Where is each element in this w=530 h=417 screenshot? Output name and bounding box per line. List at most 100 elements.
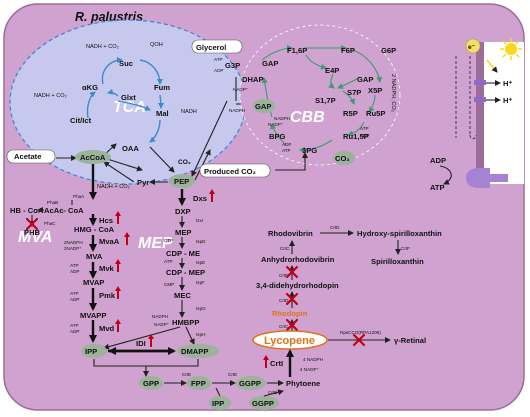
dhap-label: DHAP bbox=[242, 75, 264, 84]
mep-nadph: NADPH bbox=[152, 314, 168, 319]
cbb-label: CBB bbox=[290, 109, 325, 126]
s7p-label: S7P bbox=[347, 88, 361, 97]
mvk-up-arrow bbox=[115, 259, 121, 272]
s17p-label: S1,7P bbox=[315, 96, 336, 105]
cbb-metabolites: F1,6P F6P G6P E4P GAP GAP S7P S1,7P X5P … bbox=[262, 46, 396, 155]
fum-label: Fum bbox=[154, 83, 170, 92]
ru5p-atp: ATP bbox=[360, 126, 369, 131]
hcs-up-arrow bbox=[115, 211, 121, 224]
didehydro-label: 3,4-didehydrorhodopin bbox=[256, 281, 339, 290]
pg3-label: 3PG bbox=[302, 146, 317, 155]
tca-nadh-label: NADH bbox=[181, 109, 197, 115]
crti-label: CrtI bbox=[270, 359, 283, 368]
cmp-label: CMP bbox=[164, 282, 174, 287]
gap-label-right: GAP bbox=[357, 75, 373, 84]
r5p-label: R5P bbox=[343, 109, 358, 118]
acetate-label: Acetate bbox=[14, 152, 41, 161]
membrane-outside bbox=[478, 42, 524, 184]
mvd-up-arrow bbox=[115, 319, 121, 332]
dxs-label: Dxs bbox=[193, 194, 207, 203]
crte-label-2: CrtE bbox=[228, 372, 237, 377]
hmg-label: HMG - CoA bbox=[74, 225, 115, 234]
hmbpp-label: HMBPP bbox=[172, 318, 199, 327]
proton-channel-2 bbox=[474, 97, 486, 102]
cbb-cycle-arrows bbox=[261, 45, 383, 153]
glyc-atp: ATP bbox=[214, 57, 223, 62]
crti-nadp: 4 NADP⁺ bbox=[300, 367, 320, 372]
e4p-label: E4P bbox=[325, 66, 339, 75]
cdpmep-label: CDP - MEP bbox=[166, 268, 205, 277]
crte-label-1: CrtE bbox=[182, 372, 191, 377]
gpp-node bbox=[139, 376, 163, 390]
cbb-region bbox=[239, 24, 401, 166]
ispe-label: IspE bbox=[196, 260, 205, 265]
crtc-label-2: CrtC bbox=[279, 324, 289, 329]
bpg-nadph: NADPH bbox=[274, 116, 290, 121]
co2-cbb-label: CO₂ bbox=[335, 154, 350, 163]
glyc-adp: ADP bbox=[214, 68, 223, 73]
pmk-adp: ADP bbox=[70, 297, 79, 302]
mvd-adp: ADP bbox=[70, 329, 79, 334]
qoh-label: QOH bbox=[150, 42, 163, 48]
mva-enzymes: Hcs MvaA Mvk Pmk Mvd bbox=[99, 211, 130, 333]
prenyl-chain: GPP FPP GGPP CrtE CrtE IPP GGPP Phytoene… bbox=[93, 359, 320, 410]
idi-label: IDI bbox=[136, 339, 146, 348]
accoa-node bbox=[75, 150, 111, 164]
crtd-label-2: CrtD bbox=[279, 298, 289, 303]
cit-label: Cit/Ict bbox=[70, 116, 92, 125]
phaa-label: PhaA bbox=[73, 194, 85, 199]
pep-node bbox=[169, 174, 195, 188]
ggpp-node-2 bbox=[249, 396, 279, 410]
idi-up-arrow bbox=[148, 334, 154, 347]
dxp-label: DXP bbox=[175, 207, 191, 216]
tca-cycle-arrows bbox=[86, 57, 164, 143]
pg3-adp: ADP bbox=[282, 142, 291, 147]
oaa-label: OAA bbox=[122, 144, 139, 153]
ru5p-label: Ru5P bbox=[366, 109, 385, 118]
tca-cofactor-2: NADH + CO₂ bbox=[34, 93, 67, 99]
ipp-label: IPP bbox=[85, 347, 97, 356]
hydroxy-label: Hydroxy-spirilloxanthin bbox=[357, 229, 442, 238]
pyr-cofactor: NADH + CO₂ bbox=[97, 184, 130, 190]
nadph-co2-label: 2 NADPH, CO₂ bbox=[390, 74, 396, 112]
dmapp-node bbox=[177, 344, 219, 358]
pmk-atp: ATP bbox=[70, 291, 79, 296]
lycopene-label: Lycopene bbox=[264, 335, 315, 347]
proton-label-2: H⁺ bbox=[503, 96, 513, 105]
crtf-label-2: CrtF bbox=[279, 273, 288, 278]
membrane-module: e⁻ H⁺ H⁺ ADP ATP bbox=[430, 38, 524, 192]
bpg-label: BPG bbox=[269, 132, 286, 141]
akg-label: αKG bbox=[82, 83, 98, 92]
crtc-label-1: CrtC bbox=[280, 246, 290, 251]
gap-label-top: GAP bbox=[262, 59, 278, 68]
acac-label: AcAc- CoA bbox=[44, 206, 84, 215]
central-carbon-arrows bbox=[56, 77, 251, 185]
mep-nadp: NADP⁺ bbox=[154, 322, 170, 327]
co2-label-pep: CO₂ bbox=[178, 159, 191, 166]
rhodovibrin-label: Rhodovibrin bbox=[268, 229, 313, 238]
dxs-up-arrow bbox=[209, 189, 215, 202]
electron-icon bbox=[465, 38, 481, 54]
ggpp-label: GGPP bbox=[239, 379, 261, 388]
ispd-label: IspD bbox=[196, 239, 206, 244]
tca-cofactor-1: NADH + CO₂ bbox=[86, 44, 119, 50]
mvapp-label: MVAPP bbox=[80, 311, 106, 320]
g3p-label: G3P bbox=[225, 61, 240, 70]
produced-co2-label: Produced CO₂ bbox=[204, 167, 256, 176]
pep-label: PEP bbox=[174, 177, 189, 186]
atp-synthase-stalk bbox=[490, 174, 508, 182]
bpg-nadp: NADP⁺ bbox=[268, 122, 284, 127]
pyr-label: Pyr bbox=[137, 178, 149, 187]
ggpp-node bbox=[236, 376, 266, 390]
tca-metabolites: Suc Fum αKG Glxt Mal Cit/Ict OAA QOH NAD… bbox=[34, 42, 197, 153]
rubp-label: Ru1,5P bbox=[343, 132, 369, 141]
pg3-atp: ATP bbox=[282, 148, 291, 153]
gpp-label: GPP bbox=[143, 379, 159, 388]
ipp-node-2 bbox=[209, 396, 231, 410]
mvd-label: Mvd bbox=[99, 324, 115, 333]
isph-label: IspH bbox=[196, 332, 205, 337]
mvk-adp: ADP bbox=[70, 269, 79, 274]
ru5p-adp: ADP bbox=[360, 133, 369, 138]
